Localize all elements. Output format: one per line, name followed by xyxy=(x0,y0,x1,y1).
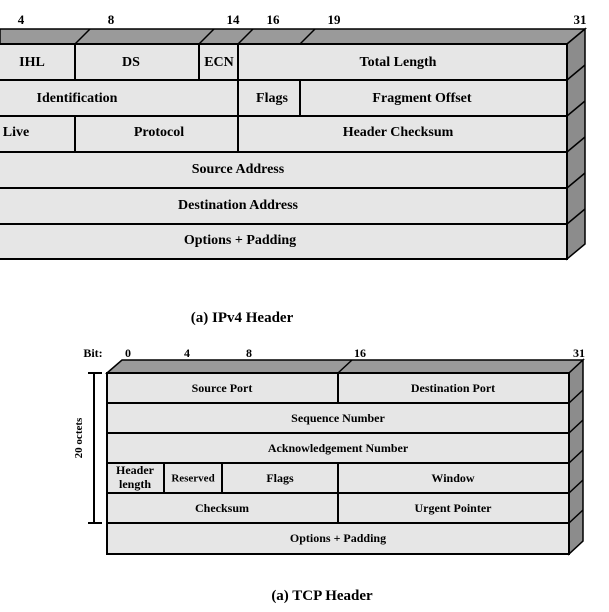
tcp-ack-number-label: Acknowledgement Number xyxy=(268,441,409,455)
tcp-urgent-pointer-label: Urgent Pointer xyxy=(415,501,493,515)
tcp-window-field xyxy=(337,462,570,494)
tcp-sequence-number-field xyxy=(106,402,570,434)
tcp-checksum-label: Checksum xyxy=(195,501,249,515)
tcp-options-label: Options + Padding xyxy=(290,531,386,545)
tcp-caption: (a) TCP Header xyxy=(271,588,373,604)
tcp-flags-field xyxy=(221,462,339,494)
tcp-flags-label: Flags xyxy=(266,471,294,485)
tcp-bit-tick: 4 xyxy=(184,346,190,360)
ipv4-flags-label: Flags xyxy=(256,91,288,106)
tcp-sequence-number-label: Sequence Number xyxy=(291,411,385,425)
ipv4-ds-label: DS xyxy=(122,55,140,70)
ipv4-options-field xyxy=(0,223,568,260)
ipv4-ecn-field xyxy=(198,43,239,81)
tcp-window-label: Window xyxy=(431,471,474,485)
ipv4-fragment-offset-label: Fragment Offset xyxy=(372,91,471,106)
ipv4-bit-tick: 14 xyxy=(227,12,241,27)
tcp-bit-tick: 8 xyxy=(246,346,252,360)
ipv4-bit-tick: 19 xyxy=(328,12,342,27)
ipv4-total-length-field xyxy=(237,43,568,81)
tcp-reserved-field xyxy=(163,462,223,494)
tcp-source-port-label: Source Port xyxy=(192,381,253,395)
tcp-urgent-pointer-field xyxy=(337,492,570,524)
tcp-bit-tick: 0 xyxy=(125,346,131,360)
ipv4-options-label: Options + Padding xyxy=(184,233,296,248)
octets-bracket xyxy=(88,372,102,524)
ipv4-bit-tick: 4 xyxy=(18,12,25,27)
tcp-bit-tick: 16 xyxy=(354,346,366,360)
ipv4-bit-tick: 16 xyxy=(267,12,281,27)
tcp-bit-tick: 31 xyxy=(573,346,585,360)
ipv4-header-checksum-label: Header Checksum xyxy=(343,125,454,140)
tcp-reserved-label: Reserved xyxy=(171,473,214,485)
ipv4-source-address-label: Source Address xyxy=(192,162,285,177)
ipv4-bit-tick: 8 xyxy=(108,12,115,27)
tcp-header-length-label-line1: Header xyxy=(116,463,155,477)
tcp-bit-label: Bit: xyxy=(83,346,102,360)
ipv4-protocol-field xyxy=(74,115,239,153)
ipv4-ihl-field xyxy=(0,43,76,81)
ipv4-ttl-label: Live xyxy=(3,125,29,140)
tcp-options-field xyxy=(106,522,570,555)
ipv4-header: IHL DS ECN Total Length Identification F… xyxy=(0,12,588,326)
ipv4-destination-address-label: Destination Address xyxy=(178,198,298,213)
ipv4-flags-field xyxy=(237,79,301,117)
ipv4-ecn-label: ECN xyxy=(204,55,234,70)
tcp-header-length-label-line2: length xyxy=(119,477,151,491)
tcp-source-port-field xyxy=(106,372,339,404)
tcp-ack-number-field xyxy=(106,432,570,464)
tcp-destination-port-label: Destination Port xyxy=(411,381,495,395)
ipv4-protocol-label: Protocol xyxy=(134,125,184,140)
ipv4-ihl-label: IHL xyxy=(19,55,45,70)
ipv4-bit-tick: 31 xyxy=(574,12,587,27)
tcp-header: Source Port Destination Port Sequence Nu… xyxy=(73,346,585,604)
ipv4-total-length-label: Total Length xyxy=(360,55,437,70)
tcp-octets-label: 20 octets xyxy=(73,417,85,458)
ipv4-caption: (a) IPv4 Header xyxy=(191,310,294,326)
ipv4-fragment-offset-field xyxy=(299,79,568,117)
ipv4-identification-label: Identification xyxy=(37,91,118,106)
